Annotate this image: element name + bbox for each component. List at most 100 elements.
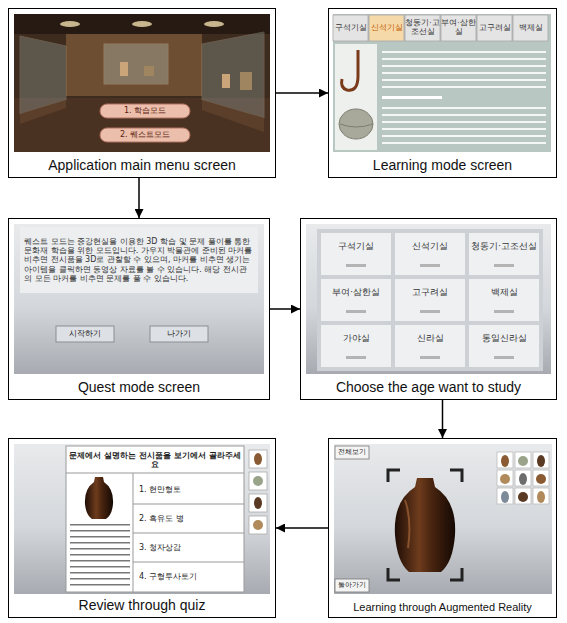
quest-mode-screenshot-part <box>14 224 264 374</box>
screen-text: 구석기실 <box>321 235 391 259</box>
ar-screenshot-part <box>515 470 531 486</box>
screen-text: 백제실 <box>513 15 548 41</box>
age-select-screenshot-part <box>321 233 391 275</box>
ar-screenshot-part <box>515 452 531 468</box>
age-select-screenshot-part <box>494 356 514 359</box>
screen-text: 나가기 <box>150 326 208 342</box>
quiz-screenshot-part <box>249 472 267 490</box>
screen-text: 퀘스트 모드는 증강현실을 이용한 3D 학습 및 문제 풀이를 통한 문화재 … <box>22 229 256 291</box>
ar-screenshot-part <box>497 452 513 468</box>
screen-text: 가야실 <box>321 327 391 351</box>
screen-panel: Learning mode screen <box>328 8 557 178</box>
screen-text: 구석기실 <box>333 15 368 41</box>
quiz-screenshot-part <box>66 473 244 474</box>
quiz-screenshot-part <box>66 446 244 592</box>
learning-mode-screenshot-part <box>382 104 546 146</box>
ar-screenshot-part <box>497 488 513 504</box>
screen-text: 부여·삼한실 <box>441 15 476 41</box>
ar-screenshot-part <box>405 500 409 548</box>
quiz-screenshot-part <box>133 562 244 563</box>
screen-panel: Quest mode screen <box>8 218 270 400</box>
main-menu-screenshot-part <box>60 21 80 27</box>
main-menu-screenshot-part <box>222 74 230 88</box>
age-select-screenshot-part <box>317 229 543 371</box>
screen-panel: Choose the age want to study <box>300 218 557 400</box>
quest-mode-screenshot-part <box>20 227 258 293</box>
screen-text: 백제실 <box>469 281 539 305</box>
learning-mode-screenshot-part <box>333 15 368 41</box>
screen-text: 시작하기 <box>56 326 114 342</box>
quiz-screenshot-part <box>254 453 262 465</box>
ar-screenshot <box>334 444 552 594</box>
ar-screenshot-part <box>533 452 549 468</box>
age-select-screenshot-part <box>420 264 440 267</box>
ar-screenshot-part <box>518 456 528 466</box>
age-select-screenshot-part <box>306 224 551 374</box>
screen-text: 신석기실 <box>369 15 404 41</box>
age-select-screenshot-part <box>420 356 440 359</box>
quiz-screenshot-part <box>249 516 267 534</box>
screen-text: 문제에서 설명하는 전시품을 보기에서 골라주세요 <box>68 448 242 472</box>
panel-caption: Learning mode screen <box>333 157 552 174</box>
ar-screenshot-part <box>518 492 528 502</box>
learning-mode-screenshot-part <box>342 50 358 90</box>
screen-panel: Application main menu screen <box>8 8 276 178</box>
quest-mode-screenshot <box>14 224 264 374</box>
ar-screenshot-part <box>388 470 462 580</box>
screen-text: 청동기·고조선실 <box>405 15 440 41</box>
ar-screenshot-part <box>335 446 369 459</box>
quiz-screenshot-part <box>133 504 244 505</box>
age-select-screenshot-part <box>494 310 514 313</box>
age-select-screenshot-part <box>321 325 391 367</box>
age-select-screenshot-part <box>420 310 440 313</box>
ar-screenshot-part <box>335 579 369 592</box>
ar-screenshot-part <box>536 474 546 484</box>
main-menu-screenshot-part <box>120 62 128 76</box>
screen-panel: Learning through Augmented Reality <box>328 438 557 618</box>
ar-screenshot-part <box>500 474 510 484</box>
ar-screenshot-part <box>497 470 513 486</box>
main-menu-screenshot-part <box>202 100 264 132</box>
age-select-screenshot-part <box>469 233 539 275</box>
learning-mode-screenshot-part <box>513 15 548 41</box>
main-menu-screenshot-part <box>14 14 270 152</box>
age-select-screenshot-part <box>395 279 465 321</box>
panel-caption: Choose the age want to study <box>305 379 552 396</box>
quiz-screenshot-part <box>254 497 262 509</box>
screen-text: 1. 학습모드 <box>100 104 190 118</box>
screen-text: 돌아가기 <box>335 579 369 592</box>
learning-mode-screenshot-part <box>333 14 551 152</box>
screen-text: 전체보기 <box>335 446 369 459</box>
age-select-screenshot <box>306 224 551 374</box>
age-select-screenshot-part <box>469 325 539 367</box>
main-menu-screenshot-part <box>240 72 252 90</box>
learning-mode-screenshot-part <box>382 46 546 90</box>
panel-caption: Quest mode screen <box>13 379 265 396</box>
screen-text: 부여·삼한실 <box>321 281 391 305</box>
screen-text: 청동기·고조선실 <box>469 235 539 259</box>
age-select-screenshot-part <box>469 279 539 321</box>
quest-mode-screenshot-part <box>56 326 114 342</box>
learning-mode-screenshot-part <box>339 109 373 139</box>
age-select-screenshot-part <box>346 310 366 313</box>
quiz-screenshot-part <box>14 444 270 594</box>
learning-mode-screenshot-part <box>382 96 442 99</box>
quiz-screenshot-part <box>249 450 267 468</box>
main-menu-screenshot-part <box>100 128 190 142</box>
screen-text: 신라실 <box>395 327 465 351</box>
flow-arrow <box>138 178 140 218</box>
panel-caption: Learning through Augmented Reality <box>333 601 552 614</box>
main-menu-screenshot-part <box>20 100 66 124</box>
ar-screenshot-part <box>501 491 509 503</box>
main-menu-screenshot-part <box>104 44 168 84</box>
quiz-screenshot-part <box>249 494 267 512</box>
main-menu-screenshot-part <box>66 34 202 96</box>
ar-screenshot-part <box>515 488 531 504</box>
learning-mode-screenshot-part <box>477 15 512 41</box>
learning-mode-screenshot-part <box>369 15 404 41</box>
quest-mode-screenshot-part <box>150 326 208 342</box>
flow-arrow <box>442 400 444 438</box>
